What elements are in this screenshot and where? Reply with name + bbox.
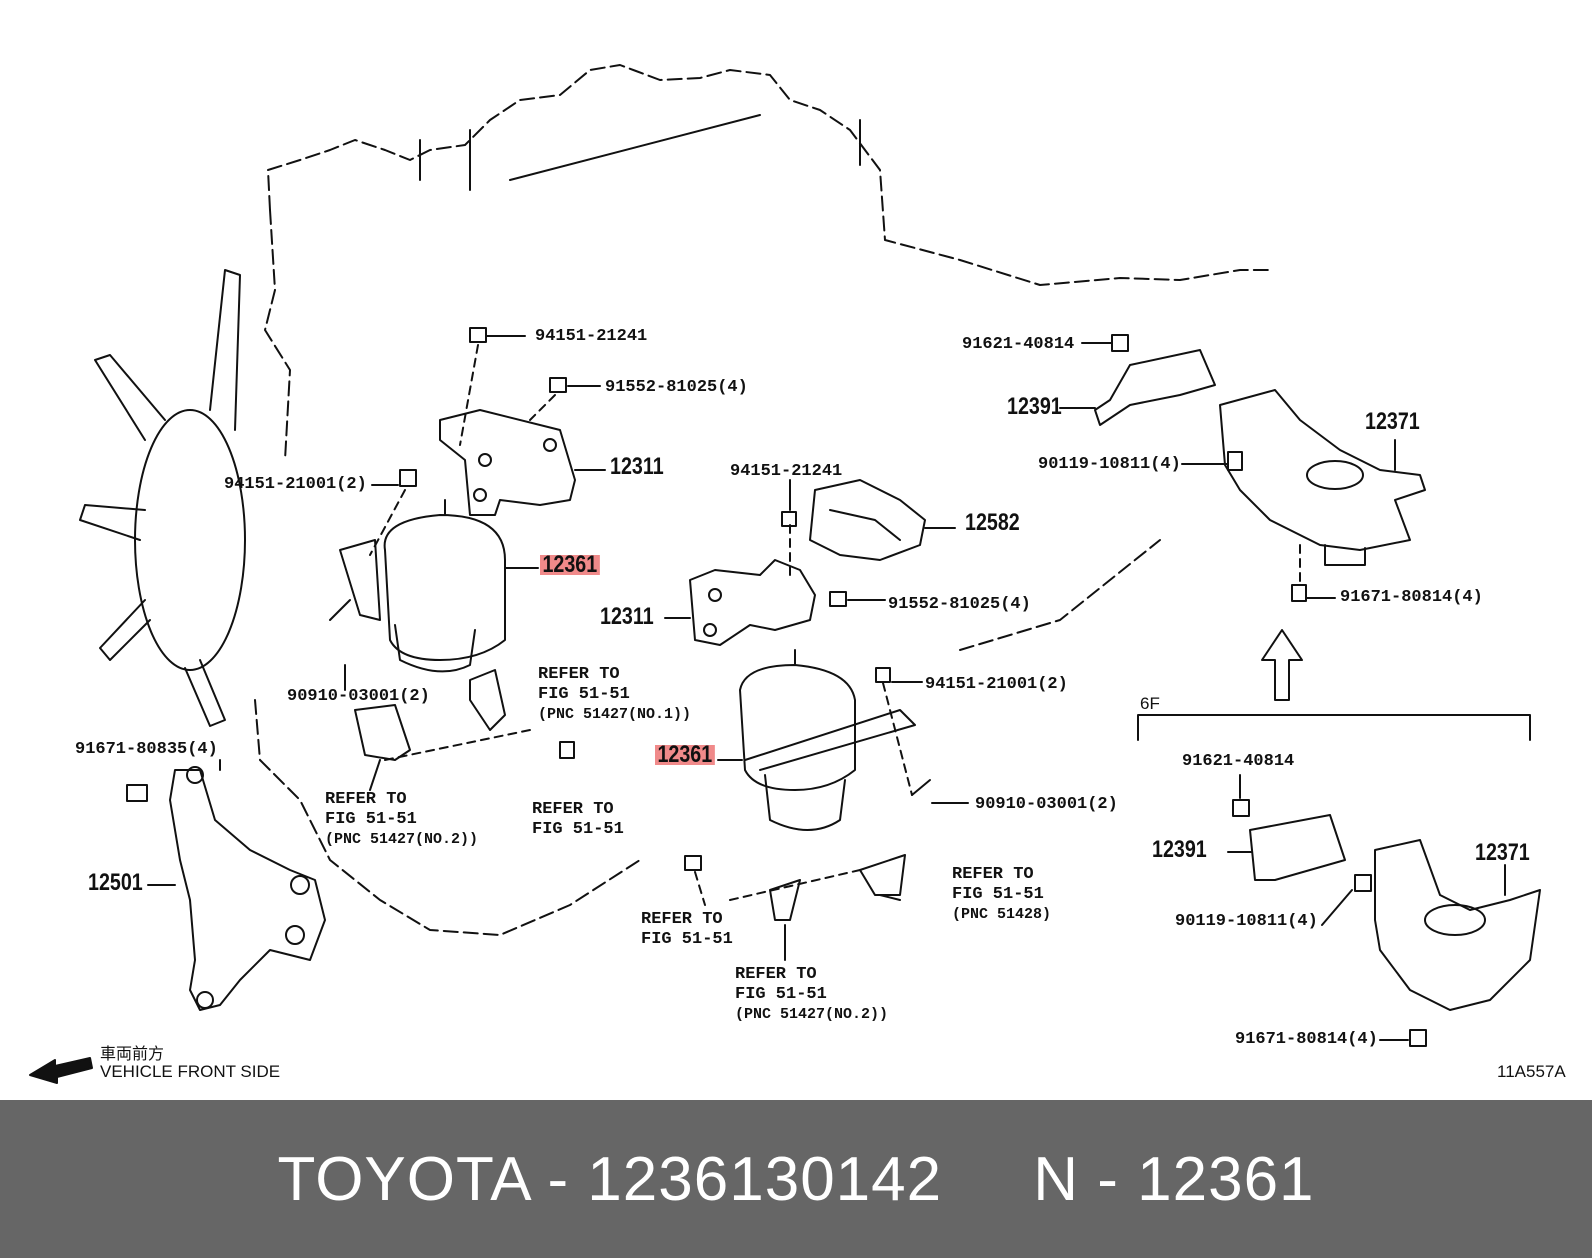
label-91671-80814-a: 91671-80814(4) (1340, 588, 1483, 607)
refer-note-3-line2: FIG 51-51 (532, 820, 624, 839)
footer-part-number: TOYOTA - 1236130142 N - 12361 (277, 1144, 1315, 1214)
refer-note-3-line1: REFER TO (532, 800, 614, 819)
bracket-12311-center (689, 559, 816, 646)
refer-note-2-line2: FIG 51-51 (325, 810, 417, 829)
label-94151-21001-b: 94151-21001(2) (925, 675, 1068, 694)
refer-note-1-line1: REFER TO (538, 665, 620, 684)
heat-insulator-12582 (809, 479, 926, 561)
label-90910-03001-a: 90910-03001(2) (287, 687, 430, 706)
refer-note-5: REFER TO FIG 51-51 (641, 910, 733, 950)
label-12361-a-highlighted[interactable]: 12361 (540, 553, 600, 577)
engine-outline-left (264, 209, 291, 461)
bracket-12371-lower (1374, 839, 1541, 1011)
front-side-en: VEHICLE FRONT SIDE (100, 1062, 281, 1081)
parts-diagram: 94151-21241 91552-81025(4) 12311 94151-2… (29, 64, 1566, 1084)
up-arrow (1261, 629, 1303, 701)
label-90910-03001-b: 90910-03001(2) (975, 795, 1118, 814)
engine-outline (267, 64, 1271, 286)
refer-note-4-line2: FIG 51-51 (952, 885, 1044, 904)
refer-note-6-line3: (PNC 51427(NO.2)) (735, 1006, 889, 1023)
front-arrow (29, 1057, 93, 1084)
bracket-12391-upper (1094, 349, 1216, 426)
label-12361-b-highlighted[interactable]: 12361 (655, 743, 715, 767)
refer-note-1-line3: (PNC 51427(NO.1)) (538, 706, 692, 723)
bracket-12311-left (439, 409, 576, 516)
refer-note-4: REFER TO FIG 51-51 (PNC 51428) (952, 865, 1051, 925)
refer-note-4-line1: REFER TO (952, 865, 1034, 884)
refer-note-5-line1: REFER TO (641, 910, 723, 929)
label-94151-21241-b: 94151-21241 (730, 462, 843, 481)
refer-note-4-line3: (PNC 51428) (952, 906, 1052, 923)
refer-note-1: REFER TO FIG 51-51 (PNC 51427(NO.1)) (538, 665, 691, 725)
refer-note-2-line3: (PNC 51427(NO.2)) (325, 831, 479, 848)
label-94151-21001-a: 94151-21001(2) (224, 475, 367, 494)
label-12311-b: 12311 (600, 603, 654, 630)
label-90119-10811-b: 90119-10811(4) (1175, 912, 1318, 931)
refer-note-2: REFER TO FIG 51-51 (PNC 51427(NO.2)) (325, 790, 478, 850)
engine-lower-outline (254, 699, 641, 936)
label-91671-80814-b: 91671-80814(4) (1235, 1030, 1378, 1049)
refer-note-6-line1: REFER TO (735, 965, 817, 984)
label-91552-81025-b: 91552-81025(4) (888, 595, 1031, 614)
refer-note-2-line1: REFER TO (325, 790, 407, 809)
engine-right-outline (959, 539, 1161, 651)
label-12371-b: 12371 (1475, 839, 1530, 866)
refer-note-1-line2: FIG 51-51 (538, 685, 630, 704)
front-side-jp: 車両前方 (100, 1044, 165, 1063)
insulator-12361-center (739, 664, 856, 791)
label-12391-b: 12391 (1152, 836, 1207, 863)
label-12391-a: 12391 (1007, 393, 1062, 420)
insulator-12361-left (383, 514, 506, 661)
label-12311-a: 12311 (610, 453, 664, 480)
figure-code: 11A557A (1497, 1062, 1566, 1081)
label-91621-40814-b: 91621-40814 (1182, 752, 1295, 771)
label-91552-81025-a: 91552-81025(4) (605, 378, 748, 397)
refer-note-5-line2: FIG 51-51 (641, 930, 733, 949)
refer-note-6: REFER TO FIG 51-51 (PNC 51427(NO.2)) (735, 965, 888, 1025)
label-6f: 6F (1140, 694, 1160, 713)
label-12371-a: 12371 (1365, 408, 1420, 435)
diagram-drawing (29, 64, 1541, 1084)
bracket-12391-lower (1249, 814, 1346, 881)
bracket-12501 (169, 769, 326, 1011)
label-94151-21241-a: 94151-21241 (535, 327, 648, 346)
refer-note-6-line2: FIG 51-51 (735, 985, 827, 1004)
label-12501: 12501 (88, 869, 143, 896)
label-91671-80835: 91671-80835(4) (75, 740, 218, 759)
footer-bar: TOYOTA - 1236130142 N - 12361 (0, 1100, 1592, 1258)
label-91621-40814-a: 91621-40814 (962, 335, 1075, 354)
label-12582: 12582 (965, 509, 1020, 536)
label-90119-10811-a: 90119-10811(4) (1038, 455, 1181, 474)
cooling-fan (134, 409, 246, 671)
bracket-12371-upper (1219, 389, 1426, 551)
refer-note-3: REFER TO FIG 51-51 (532, 800, 624, 840)
